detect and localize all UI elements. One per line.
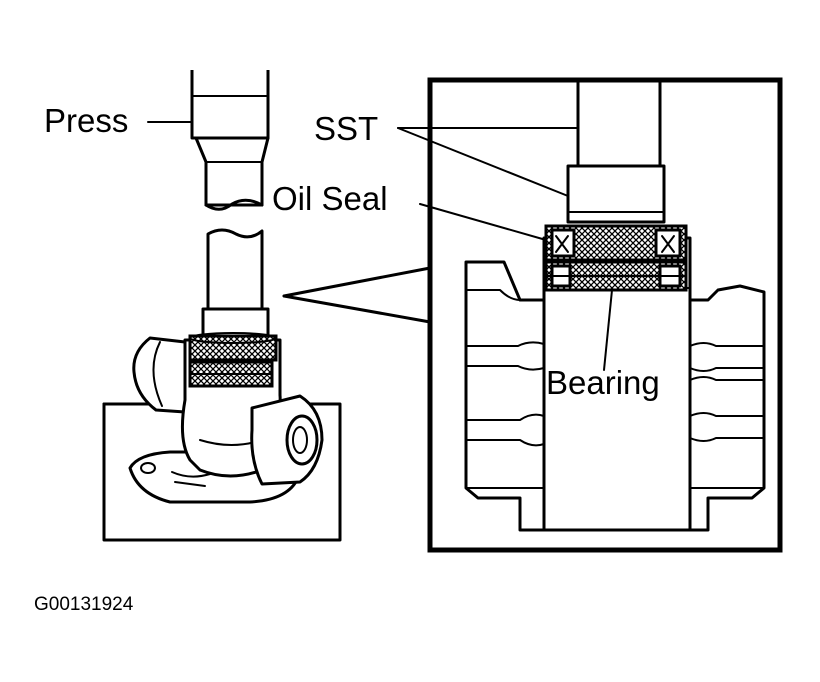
bearing-label: Bearing (546, 364, 660, 401)
press-label: Press (44, 102, 128, 139)
oil-seal-inset (544, 224, 688, 262)
oil-seal-left (188, 332, 278, 362)
figure-code: G00131924 (34, 594, 134, 615)
oil-seal-label: Oil Seal (272, 180, 388, 217)
sst-label: SST (314, 110, 378, 147)
sst-driver-left (201, 228, 270, 338)
leader-lines (147, 121, 613, 371)
bearing-inset (544, 260, 688, 292)
bearing-left (188, 360, 274, 388)
press-ram (190, 70, 270, 211)
callout-wedge (282, 266, 432, 324)
detail-inset (427, 77, 783, 553)
